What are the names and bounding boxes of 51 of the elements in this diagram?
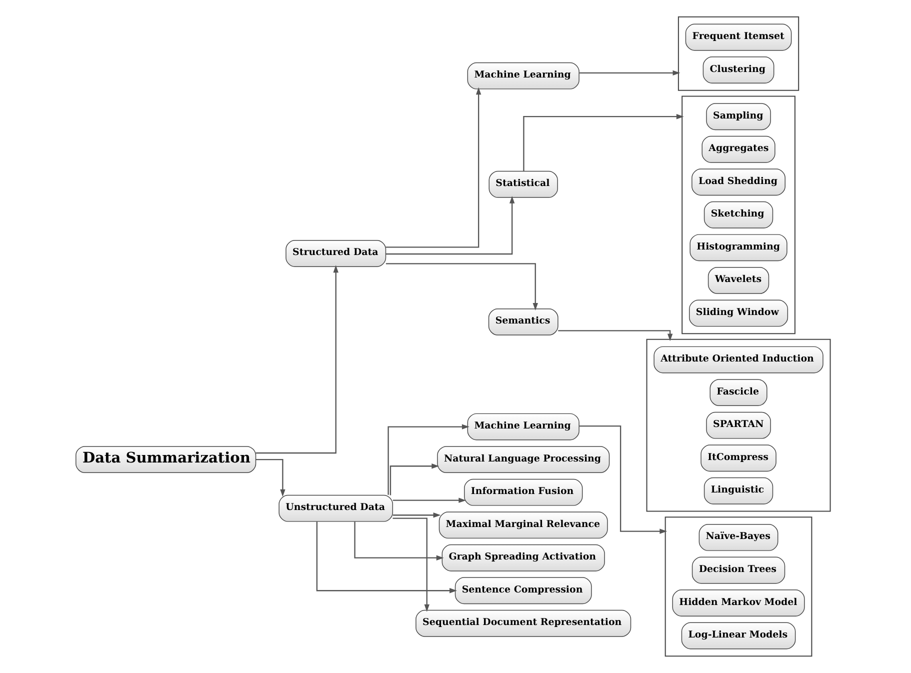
node-box: Log-Linear Models [680, 622, 796, 650]
arrow [385, 263, 538, 310]
node-box: Linguistic [703, 477, 773, 504]
arrow [558, 330, 672, 342]
node-box: Data Summarization [75, 446, 256, 474]
node-box: Decision Trees [691, 556, 785, 584]
node-box: Attribute Oriented Induction [653, 346, 823, 374]
node-box: Naïve-Bayes [698, 524, 778, 551]
node-box: Load Shedding [691, 168, 785, 196]
arrow [255, 265, 338, 454]
arrow [385, 87, 481, 248]
node-box: Wavelets [707, 266, 769, 294]
node-box: Sampling [706, 103, 770, 130]
arrow [255, 458, 285, 497]
node-box: Unstructured Data [278, 494, 393, 522]
cluster [681, 96, 795, 334]
node-box: Hidden Markov Model [672, 590, 804, 616]
node-box: Statistical [488, 170, 558, 198]
node-box: ItCompress [700, 444, 776, 472]
node-box: Sentence Compression [454, 577, 592, 604]
node-box: Frequent Itemset [684, 24, 792, 51]
node-box: Histogramming [689, 234, 787, 262]
arrow [578, 70, 680, 76]
node-box: SPARTAN [706, 412, 770, 439]
node-box: Aggregates [701, 136, 775, 163]
arrow [578, 425, 667, 534]
node-box: Maximal Marginal Relevance [438, 512, 608, 539]
arrow [387, 424, 469, 495]
node-box: Information Fusion [464, 478, 582, 506]
node-box: Natural Language Processing [436, 446, 610, 474]
node-box: Sequential Document Representation [415, 610, 631, 637]
node-box: Machine Learning [466, 413, 579, 440]
node-box: Clustering [702, 56, 774, 84]
node-box: Graph Spreading Activation [441, 544, 604, 572]
arrow [389, 464, 439, 496]
arrow [392, 512, 440, 518]
arrow [392, 498, 466, 503]
arrow [392, 518, 429, 612]
node-box: Machine Learning [466, 62, 579, 90]
arrow [354, 522, 444, 560]
node-box: Fascicle [709, 379, 767, 406]
arrow [522, 114, 684, 171]
cluster [664, 516, 812, 657]
node-box: Semantics [488, 308, 558, 336]
node-box: Structured Data [285, 240, 386, 267]
arrow [385, 196, 514, 255]
cluster [677, 16, 799, 91]
node-box: Sketching [703, 201, 773, 228]
cluster [646, 338, 830, 512]
node-box: Sliding Window [688, 300, 788, 327]
arrow [316, 522, 456, 594]
